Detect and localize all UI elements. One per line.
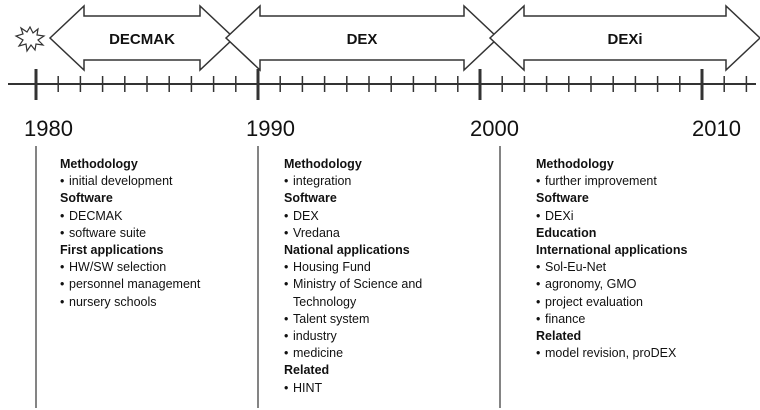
list-item-text: HINT [293,380,323,395]
list-item-text: medicine [293,346,344,361]
bullet-icon: • [60,208,65,223]
list-item-text: HW/SW selection [69,260,167,275]
bullet-icon: • [284,311,289,326]
list-item: • Housing Fund [284,259,422,276]
bullet-icon: • [536,174,541,189]
list-item-text: project evaluation [545,294,643,309]
section-heading: International applications [536,243,688,258]
list-item-text: software suite [69,225,147,240]
list-item-text: personnel management [69,277,201,292]
list-item-text: initial development [69,174,173,189]
list-item-text: Ministry of Science and [293,277,423,292]
bullet-icon: • [536,346,541,361]
bullet-icon: • [284,380,289,395]
bullet-icon: • [284,329,289,344]
list-item-text: Sol-Eu-Net [545,260,607,275]
section-heading: Methodology [284,157,362,171]
bullet-icon: • [60,225,65,240]
year-label-1990: 1990 [246,116,295,141]
bullet-icon: • [60,277,65,292]
list-item-text: agronomy, GMO [545,277,637,292]
list-item: • Sol-Eu-Net [536,259,687,276]
list-item: • Vredana [284,225,422,242]
list-item-text: DEX [293,208,319,223]
bullet-icon: • [536,277,541,292]
section-heading: Software [60,191,113,206]
bullet-icon: • [284,208,289,223]
list-item: • personnel management [60,276,200,293]
year-label-1980: 1980 [24,116,73,141]
section-heading: First applications [60,243,164,258]
list-item: • initial development [60,173,200,190]
list-item: • HINT [284,380,422,397]
section-heading: Related [536,329,582,344]
list-item-text: model revision, proDEX [545,346,677,361]
list-item-text: Housing Fund [293,260,371,275]
section-heading: Software [536,191,589,206]
list-item-text: Technology [293,294,357,309]
list-item-text: DECMAK [69,208,123,223]
list-item: • industry [284,328,422,345]
list-item-text: integration [293,174,352,189]
section-heading: National applications [284,243,410,258]
list-item: • project evaluation [536,294,687,311]
year-label-2000: 2000 [470,116,519,141]
bullet-icon: • [536,294,541,309]
list-item: • agronomy, GMO [536,276,687,293]
bullet-icon: • [60,260,65,275]
list-item-continuation: Technology [284,294,422,311]
section-heading: Software [284,191,337,206]
section-heading: Methodology [536,157,614,171]
list-item-text: DEXi [545,208,574,223]
period-label-decmak: DECMAK [109,31,175,48]
list-item-text: Vredana [293,225,340,240]
period-label-dexi: DEXi [607,31,642,48]
list-item-text: industry [293,329,337,344]
list-item-text: nursery schools [69,294,157,309]
year-label-2010: 2010 [692,116,741,141]
list-item: • software suite [60,225,200,242]
bullet-icon: • [536,260,541,275]
bullet-icon: • [60,174,65,189]
list-item-text: further improvement [545,174,657,189]
bullet-icon: • [60,294,65,309]
bullet-icon: • [536,208,541,223]
list-item: • integration [284,173,422,190]
list-item: • DEX [284,208,422,225]
list-item: • HW/SW selection [60,259,200,276]
year-ticks [34,69,748,100]
bullet-icon: • [536,311,541,326]
period-label-dex: DEX [347,31,378,48]
list-item: • Talent system [284,311,422,328]
list-item: • DECMAK [60,208,200,225]
section-heading: Related [284,363,330,378]
list-item-text: finance [545,311,586,326]
bullet-icon: • [284,277,289,292]
bullet-icon: • [284,225,289,240]
list-item: • nursery schools [60,294,200,311]
period-arrow-dexi [488,4,760,72]
starburst-icon [14,25,46,53]
list-item: • medicine [284,345,422,362]
list-item-text: Talent system [293,311,370,326]
list-item: • model revision, proDEX [536,345,687,362]
list-item: • finance [536,311,687,328]
section-heading: Education [536,225,597,240]
bullet-icon: • [284,174,289,189]
list-item: • further improvement [536,173,687,190]
bullet-icon: • [284,346,289,361]
bullet-icon: • [284,260,289,275]
list-item: • Ministry of Science and [284,276,422,293]
section-heading: Methodology [60,157,138,171]
list-item: • DEXi [536,208,687,225]
